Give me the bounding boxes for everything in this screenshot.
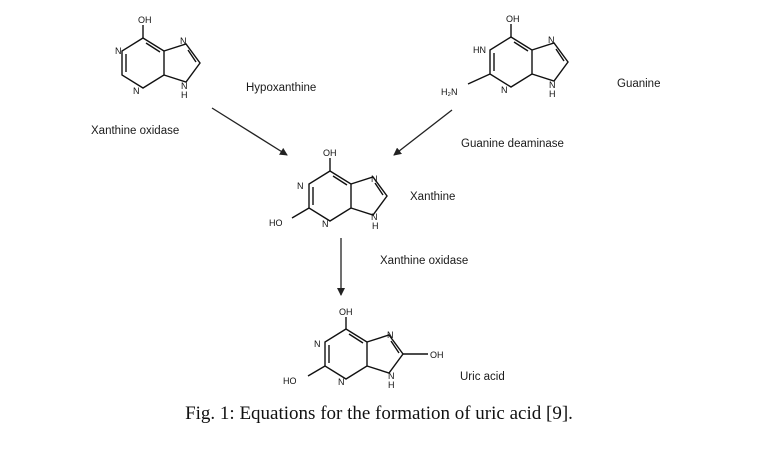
xanthine-h9-label: H [372,221,379,231]
hypoxanthine-h9-label: H [181,90,188,100]
guanine-structure: OH HN H₂N N N N H [441,14,569,99]
arrow-guanine-to-xanthine [393,109,453,156]
hypoxanthine-n9-label: N [181,81,188,91]
hypoxanthine-n3-label: N [133,86,140,96]
xanthine-n9-label: N [371,212,378,222]
uric-acid-n1-label: N [314,339,321,349]
uric-acid-name: Uric acid [460,371,505,383]
uric-acid-oh-top-label: OH [339,307,353,317]
enzyme-guanine-deaminase: Guanine deaminase [461,138,564,150]
hypoxanthine-oh-label: OH [138,15,152,25]
xanthine-structure: OH HO N N N N H [269,148,388,231]
uric-acid-ho-label: HO [283,376,297,386]
uric-acid-h9-label: H [388,380,395,390]
enzyme-xanthine-oxidase-upper: Xanthine oxidase [91,125,179,137]
xanthine-n7-label: N [371,174,378,184]
uric-acid-oh-right-label: OH [430,350,444,360]
enzyme-xanthine-oxidase-lower: Xanthine oxidase [380,255,468,267]
hypoxanthine-n7-label: N [180,36,187,46]
guanine-oh-label: OH [506,14,520,24]
uric-acid-n7-label: N [387,330,394,340]
xanthine-name: Xanthine [410,191,455,203]
xanthine-ho-label: HO [269,218,283,228]
xanthine-n1-label: N [297,181,304,191]
xanthine-oh-label: OH [323,148,337,158]
guanine-name: Guanine [617,78,660,90]
uric-acid-structure: OH OH HO N N N N H [283,307,444,390]
hypoxanthine-structure: OH N N N N H [115,15,201,100]
guanine-n7-label: N [548,35,555,45]
guanine-h2n-label: H₂N [441,87,458,97]
guanine-h9-label: H [549,89,556,99]
guanine-n3-label: N [501,85,508,95]
xanthine-n3-label: N [322,219,329,229]
hypoxanthine-n1-label: N [115,46,122,56]
guanine-n9-label: N [549,80,556,90]
arrow-hypoxanthine-to-xanthine [211,107,288,156]
hypoxanthine-name: Hypoxanthine [246,82,316,94]
uric-acid-n3-label: N [338,377,345,387]
guanine-hn-label: HN [473,45,486,55]
figure-caption: Fig. 1: Equations for the formation of u… [185,403,573,424]
uric-acid-n9-label: N [388,371,395,381]
